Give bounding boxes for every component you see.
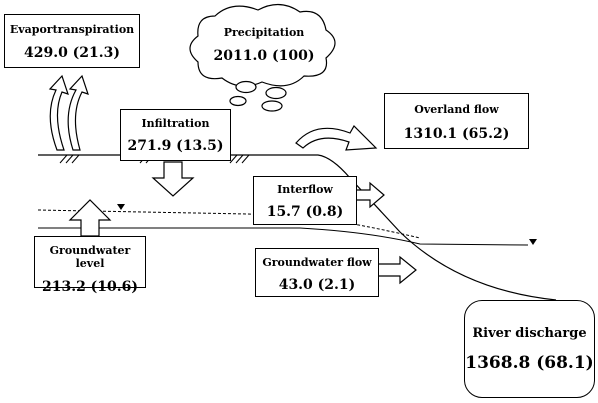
groundwater-flow-box: Groundwater flow 43.0 (2.1) <box>255 248 379 297</box>
overland-flow-value: 1310.1 (65.2) <box>403 126 510 142</box>
overland-flow-box: Overland flow 1310.1 (65.2) <box>384 93 529 149</box>
water-level-marker-right <box>529 239 537 245</box>
interflow-value: 15.7 (0.8) <box>266 204 344 220</box>
infiltration-arrow <box>151 161 195 197</box>
groundwater-flow-arrow <box>377 255 417 285</box>
evapotranspiration-arrows <box>48 74 89 151</box>
groundwater-solid-line <box>38 227 529 246</box>
infiltration-label: Infiltration <box>141 117 210 130</box>
evapotranspiration-value: 429.0 (21.3) <box>23 45 121 61</box>
water-level-marker-left <box>117 204 125 210</box>
evapotranspiration-label: Evaportranspiration <box>9 23 135 36</box>
precipitation-cloud <box>189 3 336 112</box>
precipitation-value: 2011.0 (100) <box>213 48 315 64</box>
groundwater-flow-label: Groundwater flow <box>262 256 372 269</box>
overland-flow-arrow <box>295 125 378 151</box>
precipitation-text: Precipitation 2011.0 (100) <box>208 26 320 65</box>
overland-flow-label: Overland flow <box>414 103 499 116</box>
river-discharge-label: River discharge <box>472 326 587 341</box>
interflow-label: Interflow <box>277 183 333 196</box>
infiltration-box: Infiltration 271.9 (13.5) <box>120 109 231 161</box>
evapotranspiration-box: Evaportranspiration 429.0 (21.3) <box>4 14 140 68</box>
groundwater-flow-value: 43.0 (2.1) <box>278 277 356 293</box>
infiltration-value: 271.9 (13.5) <box>127 138 224 154</box>
river-discharge-value: 1368.8 (68.1) <box>465 353 594 373</box>
groundwater-level-label: Groundwater level <box>49 244 131 270</box>
interflow-box: Interflow 15.7 (0.8) <box>253 176 357 225</box>
groundwater-recharge-arrow <box>68 199 112 237</box>
ground-surface-line <box>38 154 557 301</box>
interflow-arrow <box>355 181 385 209</box>
groundwater-level-box: Groundwater level 213.2 (10.6) <box>34 236 146 295</box>
river-discharge-box: River discharge 1368.8 (68.1) <box>464 300 595 398</box>
groundwater-level-value: 213.2 (10.6) <box>41 279 139 295</box>
precipitation-label: Precipitation <box>223 26 305 39</box>
